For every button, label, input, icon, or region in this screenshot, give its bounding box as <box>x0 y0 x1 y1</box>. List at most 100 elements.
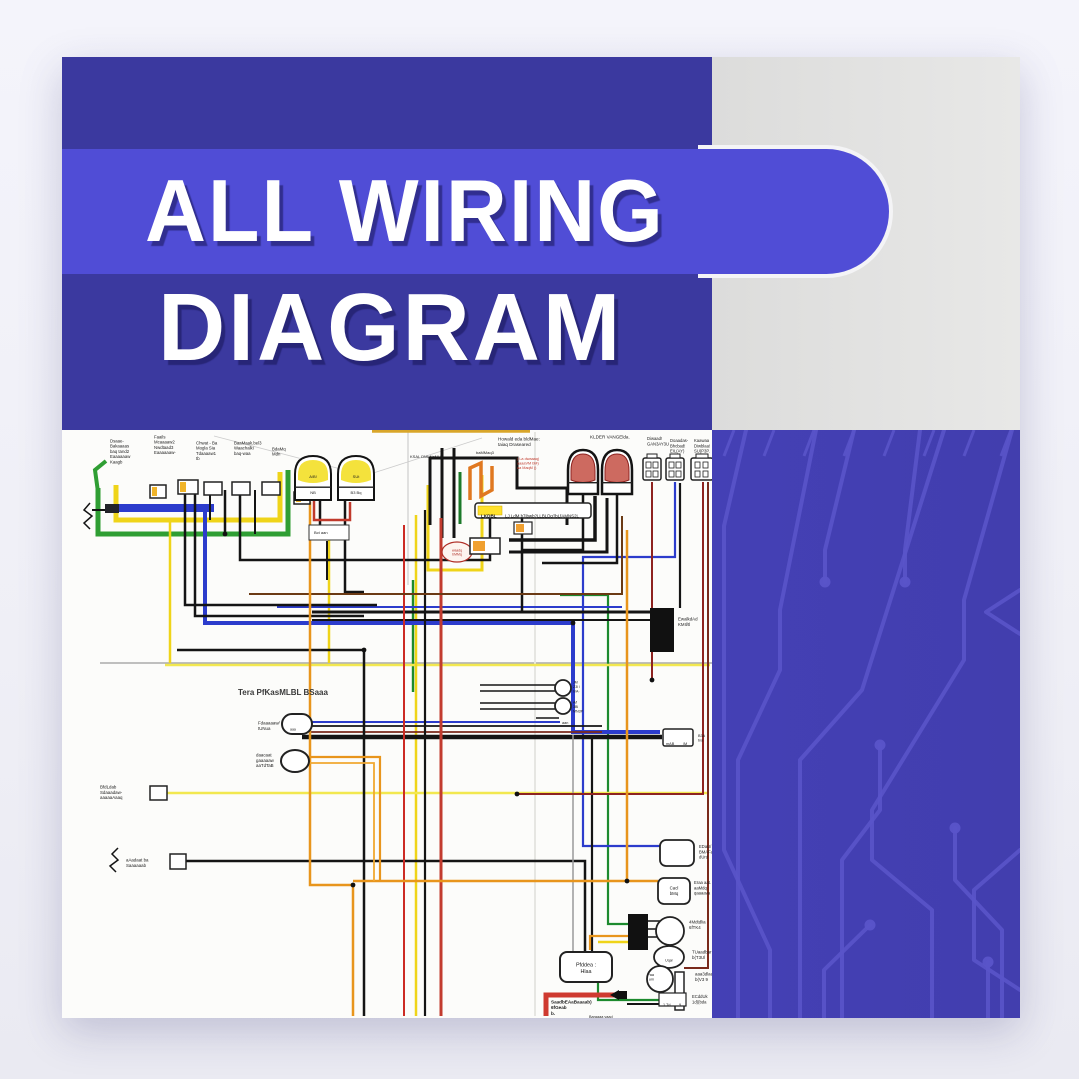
bulb-base-line <box>338 486 374 488</box>
fuse-highlight <box>477 505 503 516</box>
pcb-trace <box>798 430 946 1018</box>
poster-title-line1: ALL WIRING <box>145 161 665 260</box>
wire-orange <box>588 934 628 950</box>
wire-yellow <box>426 475 484 572</box>
kick-lever-squiggle <box>108 847 120 873</box>
headlight-text: A/B! <box>309 474 317 479</box>
junction-dot <box>514 791 520 797</box>
wire-yellow <box>113 472 283 523</box>
hatch-line <box>802 430 816 457</box>
plug-pin <box>675 461 682 469</box>
guide-diagonal <box>213 435 361 475</box>
guide-diagonal <box>363 437 483 477</box>
connector-pin <box>473 541 485 551</box>
starter-motor <box>655 916 685 946</box>
pcb-trace-dot <box>864 919 876 931</box>
relay-box <box>659 839 695 867</box>
inline-connector <box>662 728 694 747</box>
side-connector <box>149 785 168 801</box>
poster-title-line2: DIAGRAM <box>158 274 624 381</box>
connector-pin <box>516 524 524 532</box>
terminal-text: 9 <box>679 1003 681 1007</box>
hatch-line <box>882 430 896 457</box>
fuse-strip <box>474 502 592 519</box>
hatch-line <box>762 430 776 457</box>
pcb-trace <box>972 848 1020 992</box>
pcb-trace <box>953 826 1004 1018</box>
connector-box <box>261 481 281 496</box>
connector-box <box>203 481 223 496</box>
headlight-text: B3 Bq <box>351 490 362 495</box>
pilot-bulb-capsule <box>281 713 313 735</box>
connector-text: mAB <box>666 742 675 746</box>
label-garbled: Howald eda bldMae:taiaq Draseared <box>498 437 540 448</box>
circuit-pattern-panel <box>712 430 1020 1018</box>
section-title: Tera PfKasMLBL BSaaa <box>238 688 329 697</box>
pcb-trace-dot <box>899 576 911 588</box>
junction-dot <box>624 878 630 884</box>
wire-green <box>560 593 628 926</box>
pcb-trace <box>722 430 772 1018</box>
coil-box <box>657 877 691 905</box>
flasher-oval <box>653 945 685 969</box>
pcb-trace <box>840 743 882 1018</box>
pcb-trace-dot <box>949 822 961 834</box>
pcb-trace <box>822 923 872 1018</box>
connector-pin <box>152 487 157 496</box>
wire-black <box>177 648 366 1016</box>
wire-black <box>509 498 609 554</box>
wire-blue <box>581 482 677 848</box>
wire-black <box>183 485 377 607</box>
plug-pin <box>652 461 659 469</box>
wire-black <box>186 859 587 952</box>
wire-red <box>312 500 352 522</box>
headlight-text: NB <box>310 490 316 495</box>
magneto-block <box>628 914 648 950</box>
label-garbled: KLDER VANGElda. <box>590 435 630 440</box>
wire-orange-coil <box>468 460 494 500</box>
wire-orange <box>309 755 382 881</box>
plug-pin <box>675 470 682 478</box>
bulb-label: Fdaaaaaw/tUNua <box>258 720 281 730</box>
hatch-line <box>962 430 976 457</box>
wire-darkred <box>684 482 709 969</box>
flasher-text: Uqar <box>665 959 674 963</box>
wire-black <box>542 494 619 565</box>
regulator-circle <box>646 965 674 993</box>
bottom-note: Baraaaa vaad <box>589 1015 613 1018</box>
headlight-text: SUt <box>353 474 361 479</box>
pcb-trace <box>984 588 1020 636</box>
key-cap <box>105 504 119 513</box>
wire-red-thick <box>543 992 618 1016</box>
plug-body <box>690 457 713 481</box>
fuse-highlight-text: LKDBL <box>481 514 497 519</box>
junction-dot <box>350 882 356 888</box>
wire-blue <box>203 512 660 734</box>
plug-pin <box>702 470 709 478</box>
connector-text: /M <box>683 742 687 746</box>
terminal-text: 1 Td <box>663 1003 671 1007</box>
horn-text: Pfddea :Hlaa <box>576 962 596 975</box>
junction-dot <box>222 531 228 537</box>
fuse-strip-text: LJ LdM b7jbwb?LLBLDq?bLfAMNS2L <box>505 513 580 518</box>
lamp-label: aan <box>562 721 568 725</box>
label-box-text: Bct aan <box>314 530 328 535</box>
plug-stub <box>695 453 709 459</box>
pcb-trace-dot <box>874 739 886 751</box>
